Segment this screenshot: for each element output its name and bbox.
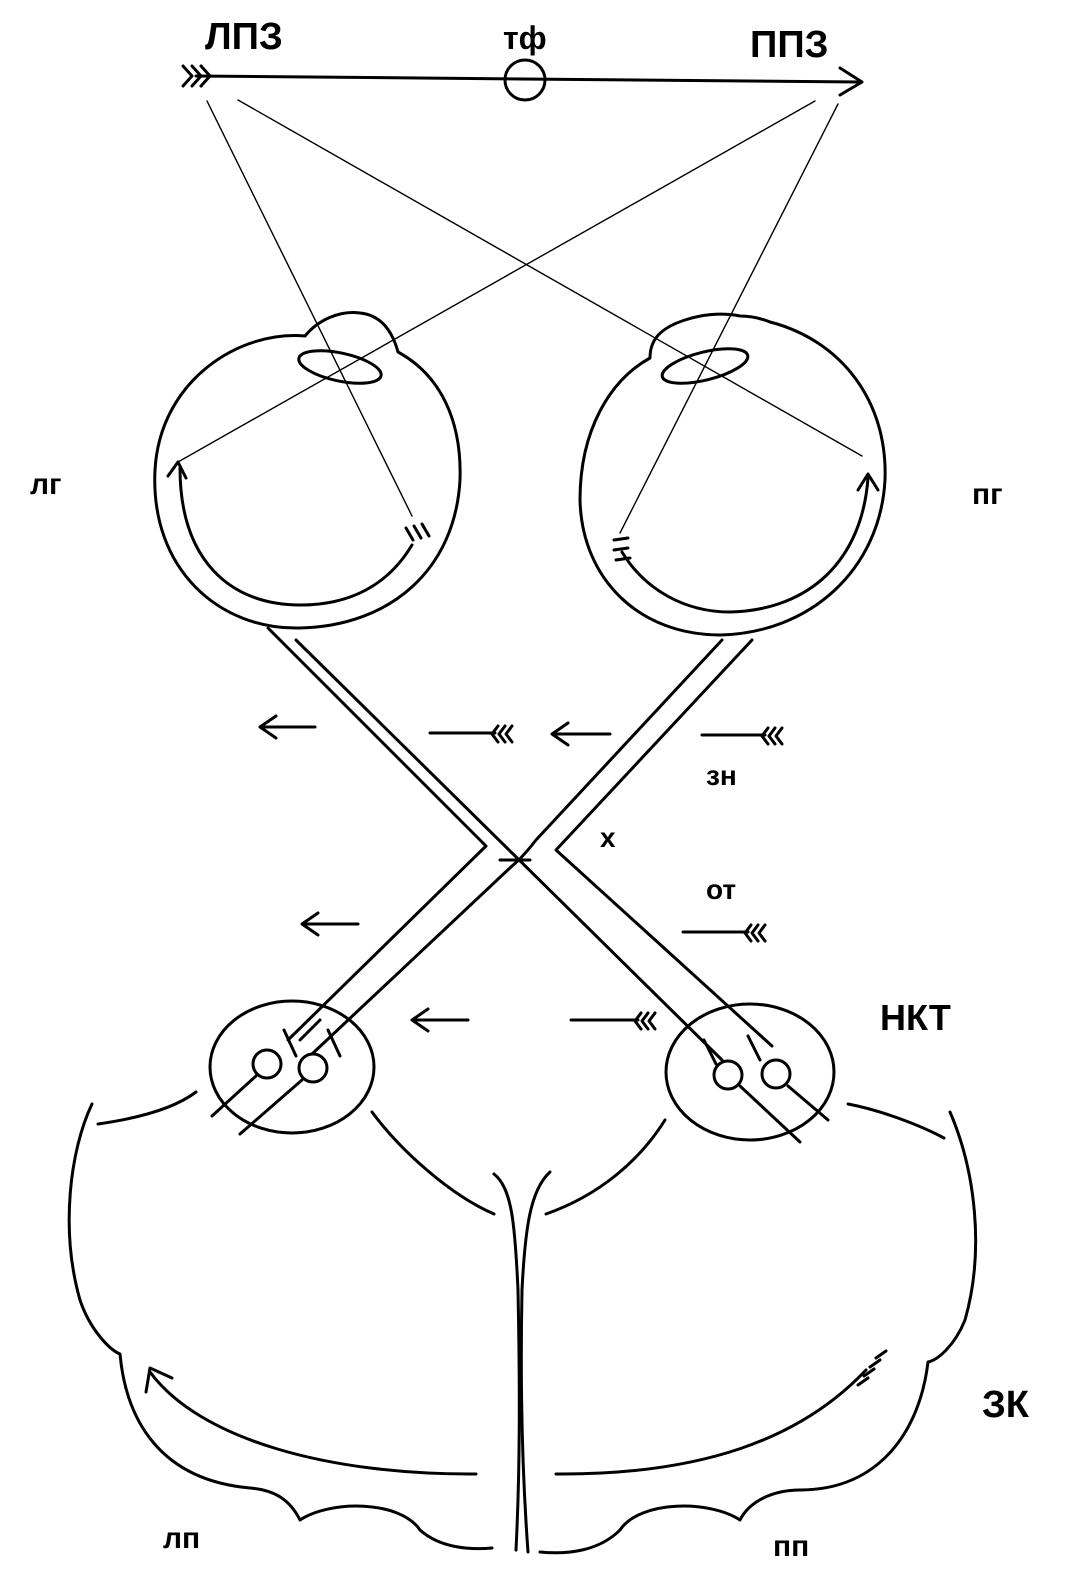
label-chiasm: х bbox=[600, 822, 616, 853]
label-visual-cortex: ЗК bbox=[982, 1384, 1029, 1426]
left-lgn bbox=[210, 1001, 374, 1134]
label-lateral-geniculate: НКТ bbox=[880, 997, 951, 1038]
right-eye-lens bbox=[659, 342, 751, 390]
label-optic-nerve: зн bbox=[706, 760, 737, 791]
label-left-eye: лг bbox=[30, 468, 62, 501]
visual-field-axis bbox=[183, 66, 862, 95]
label-left-visual-field: ЛПЗ bbox=[205, 16, 283, 58]
feathered-arrows bbox=[430, 726, 782, 1029]
label-right-hemisphere: пп bbox=[773, 1530, 810, 1563]
optic-nerves-and-tracts bbox=[268, 628, 772, 1060]
label-optic-tract: от bbox=[706, 874, 737, 905]
brain-outline bbox=[69, 1092, 975, 1553]
right-lgn bbox=[666, 1004, 834, 1142]
label-left-hemisphere: лп bbox=[163, 1522, 201, 1555]
right-eye bbox=[580, 314, 885, 635]
cortex-arrows bbox=[146, 1351, 886, 1474]
direction-arrows bbox=[260, 716, 610, 1031]
light-rays bbox=[178, 100, 862, 533]
label-fixation-point: тф bbox=[503, 20, 547, 56]
label-right-visual-field: ППЗ bbox=[750, 24, 829, 66]
left-eye-lens bbox=[296, 345, 384, 390]
label-right-eye: пг bbox=[972, 478, 1003, 511]
fixation-point-circle bbox=[505, 60, 545, 100]
left-eye bbox=[155, 312, 460, 628]
